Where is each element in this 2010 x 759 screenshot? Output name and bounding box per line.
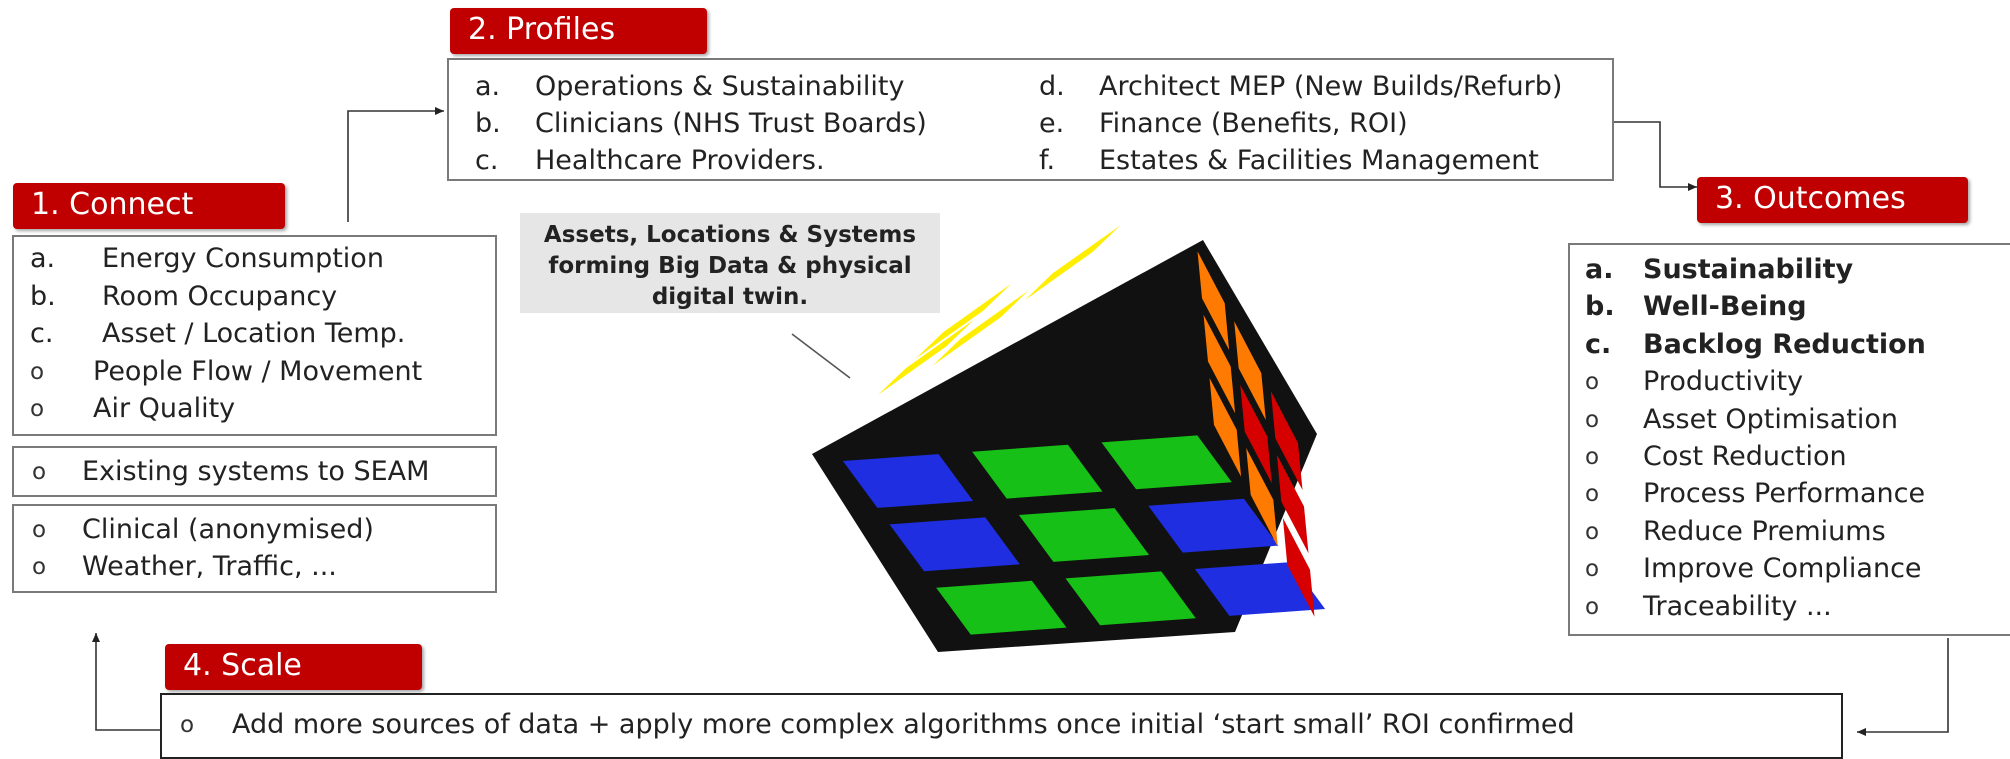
profiles-label: 2. Profiles [450,8,707,54]
cube-sticker [1203,314,1236,414]
list-item-text: Backlog Reduction [1643,328,1926,360]
cube-sticker [1018,508,1150,562]
list-letter: f. [1039,145,1056,176]
bullet-marker: o [1585,593,1600,620]
list-item-text: Estates & Facilities Management [1099,145,1539,176]
cube-sticker [1197,251,1230,350]
arrow-connect-to-profiles [347,107,444,222]
cube-sticker [1270,391,1303,490]
list-item-text: Operations & Sustainability [535,71,905,102]
cube-sticker [936,580,1067,635]
list-item-text: Energy Consumption [102,243,384,274]
cube-sticker [840,355,937,431]
scale-box: o Add more sources of data + apply more … [160,693,1843,759]
cube-sticker [1209,378,1242,477]
list-item-text: Clinical (anonymised) [82,514,374,545]
bullet-marker: o [1585,481,1600,508]
list-item-text: Traceability ... [1643,590,1832,622]
list-item-text: Asset / Location Temp. [102,318,406,349]
list-item-text: Improve Compliance [1643,553,1922,585]
bullet-marker: o [1585,406,1600,433]
cube-sticker [1065,571,1196,626]
list-item-text: Finance (Benefits, ROI) [1099,108,1408,139]
bullet-marker: o [1585,518,1600,545]
list-item-text: Sustainability [1643,254,1854,285]
arrow-profiles-to-outcomes [1612,121,1697,191]
callout-pointer-line [791,333,851,379]
list-item-text: Cost Reduction [1643,441,1847,472]
list-item-text: Productivity [1643,366,1804,398]
cube-sticker [1007,218,1104,294]
cube-sticker [915,283,1012,359]
list-item-text: Clinicians (NHS Trust Boards) [535,108,927,139]
arrow-outcomes-to-scale [1857,638,1949,736]
list-letter: c. [475,145,499,176]
bullet-marker: o [180,712,195,738]
cube-callout: Assets, Locations & Systems forming Big … [520,213,940,313]
list-letter: d. [1039,71,1065,102]
list-item-text: Reduce Premiums [1643,515,1886,547]
cube-sticker [889,517,1020,572]
scale-label: 4. Scale [165,644,422,690]
cube-sticker [1148,498,1279,553]
connect-primary-box: a. Energy Consumption b. Room Occupancy c. As… [12,235,497,436]
bullet-marker: o [32,517,47,543]
callout-line: forming Big Data & physical [548,253,912,279]
list-letter: a. [1585,254,1614,285]
list-letter: c. [1585,328,1612,360]
connect-existing-box: o Existing systems to SEAM [12,446,497,497]
existing-systems-text: Existing systems to SEAM [82,456,430,487]
bullet-marker: o [1585,556,1600,583]
list-letter: b. [30,280,56,312]
list-item-text: Asset Optimisation [1643,403,1898,435]
bullet-marker: o [30,358,45,385]
scale-item-text: Add more sources of data + apply more co… [232,709,1575,740]
cube-sticker [1194,562,1326,616]
cube-sticker [1062,189,1158,265]
list-item-text: Healthcare Providers. [535,145,825,176]
cube-sticker [1101,435,1232,490]
list-letter: a. [30,243,56,274]
bullet-marker: o [1585,444,1600,470]
list-letter: c. [30,318,54,349]
list-item-text: Weather, Traffic, ... [82,551,337,582]
bullet-marker: o [30,396,45,422]
profiles-box: a. Operations & Sustainability b. Clinician… [447,58,1614,181]
callout-line: Assets, Locations & Systems [543,222,917,248]
cube-sticker [878,319,974,395]
list-item-text: Air Quality [93,393,236,424]
list-item-text: Well-Being [1643,291,1807,323]
list-item-text: People Flow / Movement [93,355,423,387]
rubiks-cube-icon [812,153,1326,652]
arrow-scale-to-connect [92,633,160,731]
bullet-marker: o [1585,369,1600,396]
cube-sticker [1282,518,1315,617]
list-item-text: Process Performance [1643,478,1926,510]
cube-sticker [842,454,974,508]
list-item-text: Room Occupancy [102,280,338,312]
list-item-text: Architect MEP (New Builds/Refurb) [1099,71,1563,102]
bullet-marker: o [32,459,47,485]
list-letter: b. [1585,291,1615,323]
callout-line: digital twin. [651,284,809,310]
cube-sticker [970,254,1066,330]
cube-sticker [1024,225,1121,301]
cube-sticker [1240,384,1272,484]
cube-sticker [972,444,1103,499]
list-letter: e. [1039,108,1065,139]
cube-sticker [1246,448,1278,547]
outcomes-label: 3. Outcomes [1697,177,1968,223]
connect-label: 1. Connect [13,183,285,229]
outcomes-box: a. Sustainability b. Well-Being c. Backlog Re… [1568,243,2010,636]
cube-sticker [1276,454,1309,554]
cube-sticker [932,290,1029,366]
bullet-marker: o [32,554,47,580]
list-letter: b. [475,108,501,139]
cube-sticker [1234,321,1266,420]
list-letter: a. [475,71,501,102]
